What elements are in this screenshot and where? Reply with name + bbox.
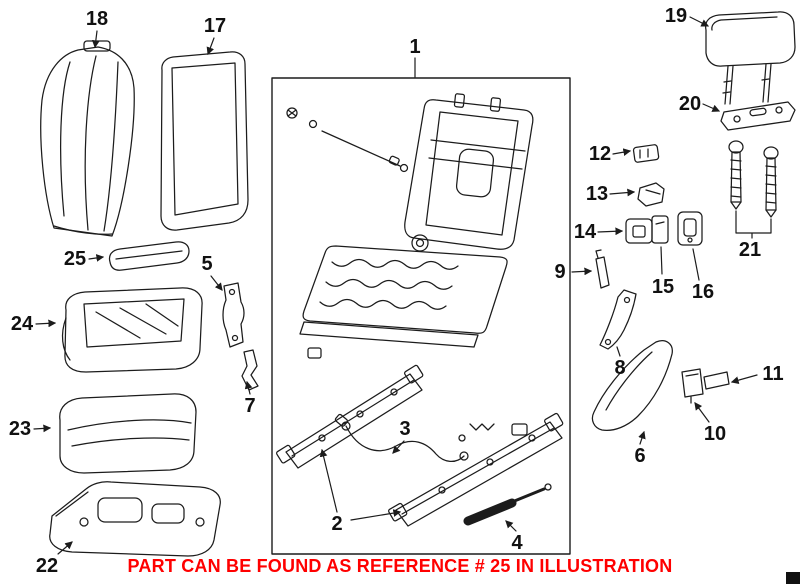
- part-2-rails-art: [276, 364, 564, 527]
- part-25-art: [108, 241, 190, 271]
- part-callout-11: 11: [762, 363, 784, 385]
- corner-mark: [786, 572, 800, 584]
- part-21-bolts-art: [728, 140, 779, 218]
- part-callout-7: 7: [244, 395, 256, 417]
- part-callout-25: 25: [63, 248, 87, 270]
- leader-lines: [33, 16, 772, 555]
- part-callout-8: 8: [614, 357, 626, 379]
- part-18-art: [40, 40, 135, 237]
- part-12-art: [632, 144, 660, 163]
- part-callout-2: 2: [331, 513, 343, 535]
- part-callout-22: 22: [35, 555, 59, 577]
- part-callout-24: 24: [10, 313, 34, 335]
- part-callout-1: 1: [409, 36, 421, 58]
- part-6-art: [591, 340, 673, 432]
- part-callout-6: 6: [634, 445, 646, 467]
- part-callout-17: 17: [203, 15, 227, 37]
- part-13-art: [637, 182, 665, 207]
- part-callout-15: 15: [651, 276, 675, 298]
- part-callout-9: 9: [554, 261, 566, 283]
- part-callout-14: 14: [573, 221, 597, 243]
- part-23-art: [59, 393, 197, 474]
- part-callout-23: 23: [8, 418, 32, 440]
- part-19-art: [704, 11, 796, 105]
- part-callout-19: 19: [664, 5, 688, 27]
- part-callout-21: 21: [738, 239, 762, 261]
- part-1-box: [271, 77, 571, 555]
- part-callout-13: 13: [585, 183, 609, 205]
- part-callout-16: 16: [691, 281, 715, 303]
- part-callout-4: 4: [511, 532, 523, 554]
- part-callout-12: 12: [588, 143, 612, 165]
- part-callout-5: 5: [201, 253, 213, 275]
- part-11-art: [703, 371, 730, 390]
- seat-frame-art: [286, 93, 534, 442]
- part-10-art: [681, 368, 704, 404]
- part-15-art: [651, 215, 669, 244]
- part-5-art: [222, 282, 245, 348]
- part-17-art: [160, 51, 249, 231]
- part-14-art: [625, 218, 653, 244]
- part-callout-18: 18: [85, 8, 109, 30]
- part-24-art: [61, 287, 203, 373]
- part-3-cable-art: [334, 413, 469, 462]
- part-4-strut-art: [463, 483, 552, 526]
- part-7-art: [241, 349, 259, 391]
- part-8-art: [599, 289, 637, 350]
- part-callout-20: 20: [678, 93, 702, 115]
- part-22-art: [49, 481, 221, 557]
- part-20-art: [720, 101, 796, 131]
- part-callout-10: 10: [703, 423, 727, 445]
- part-9-art: [595, 249, 610, 289]
- part-callout-3: 3: [399, 418, 411, 440]
- part-16-art: [677, 211, 703, 246]
- reference-note: PART CAN BE FOUND AS REFERENCE # 25 IN I…: [127, 556, 673, 576]
